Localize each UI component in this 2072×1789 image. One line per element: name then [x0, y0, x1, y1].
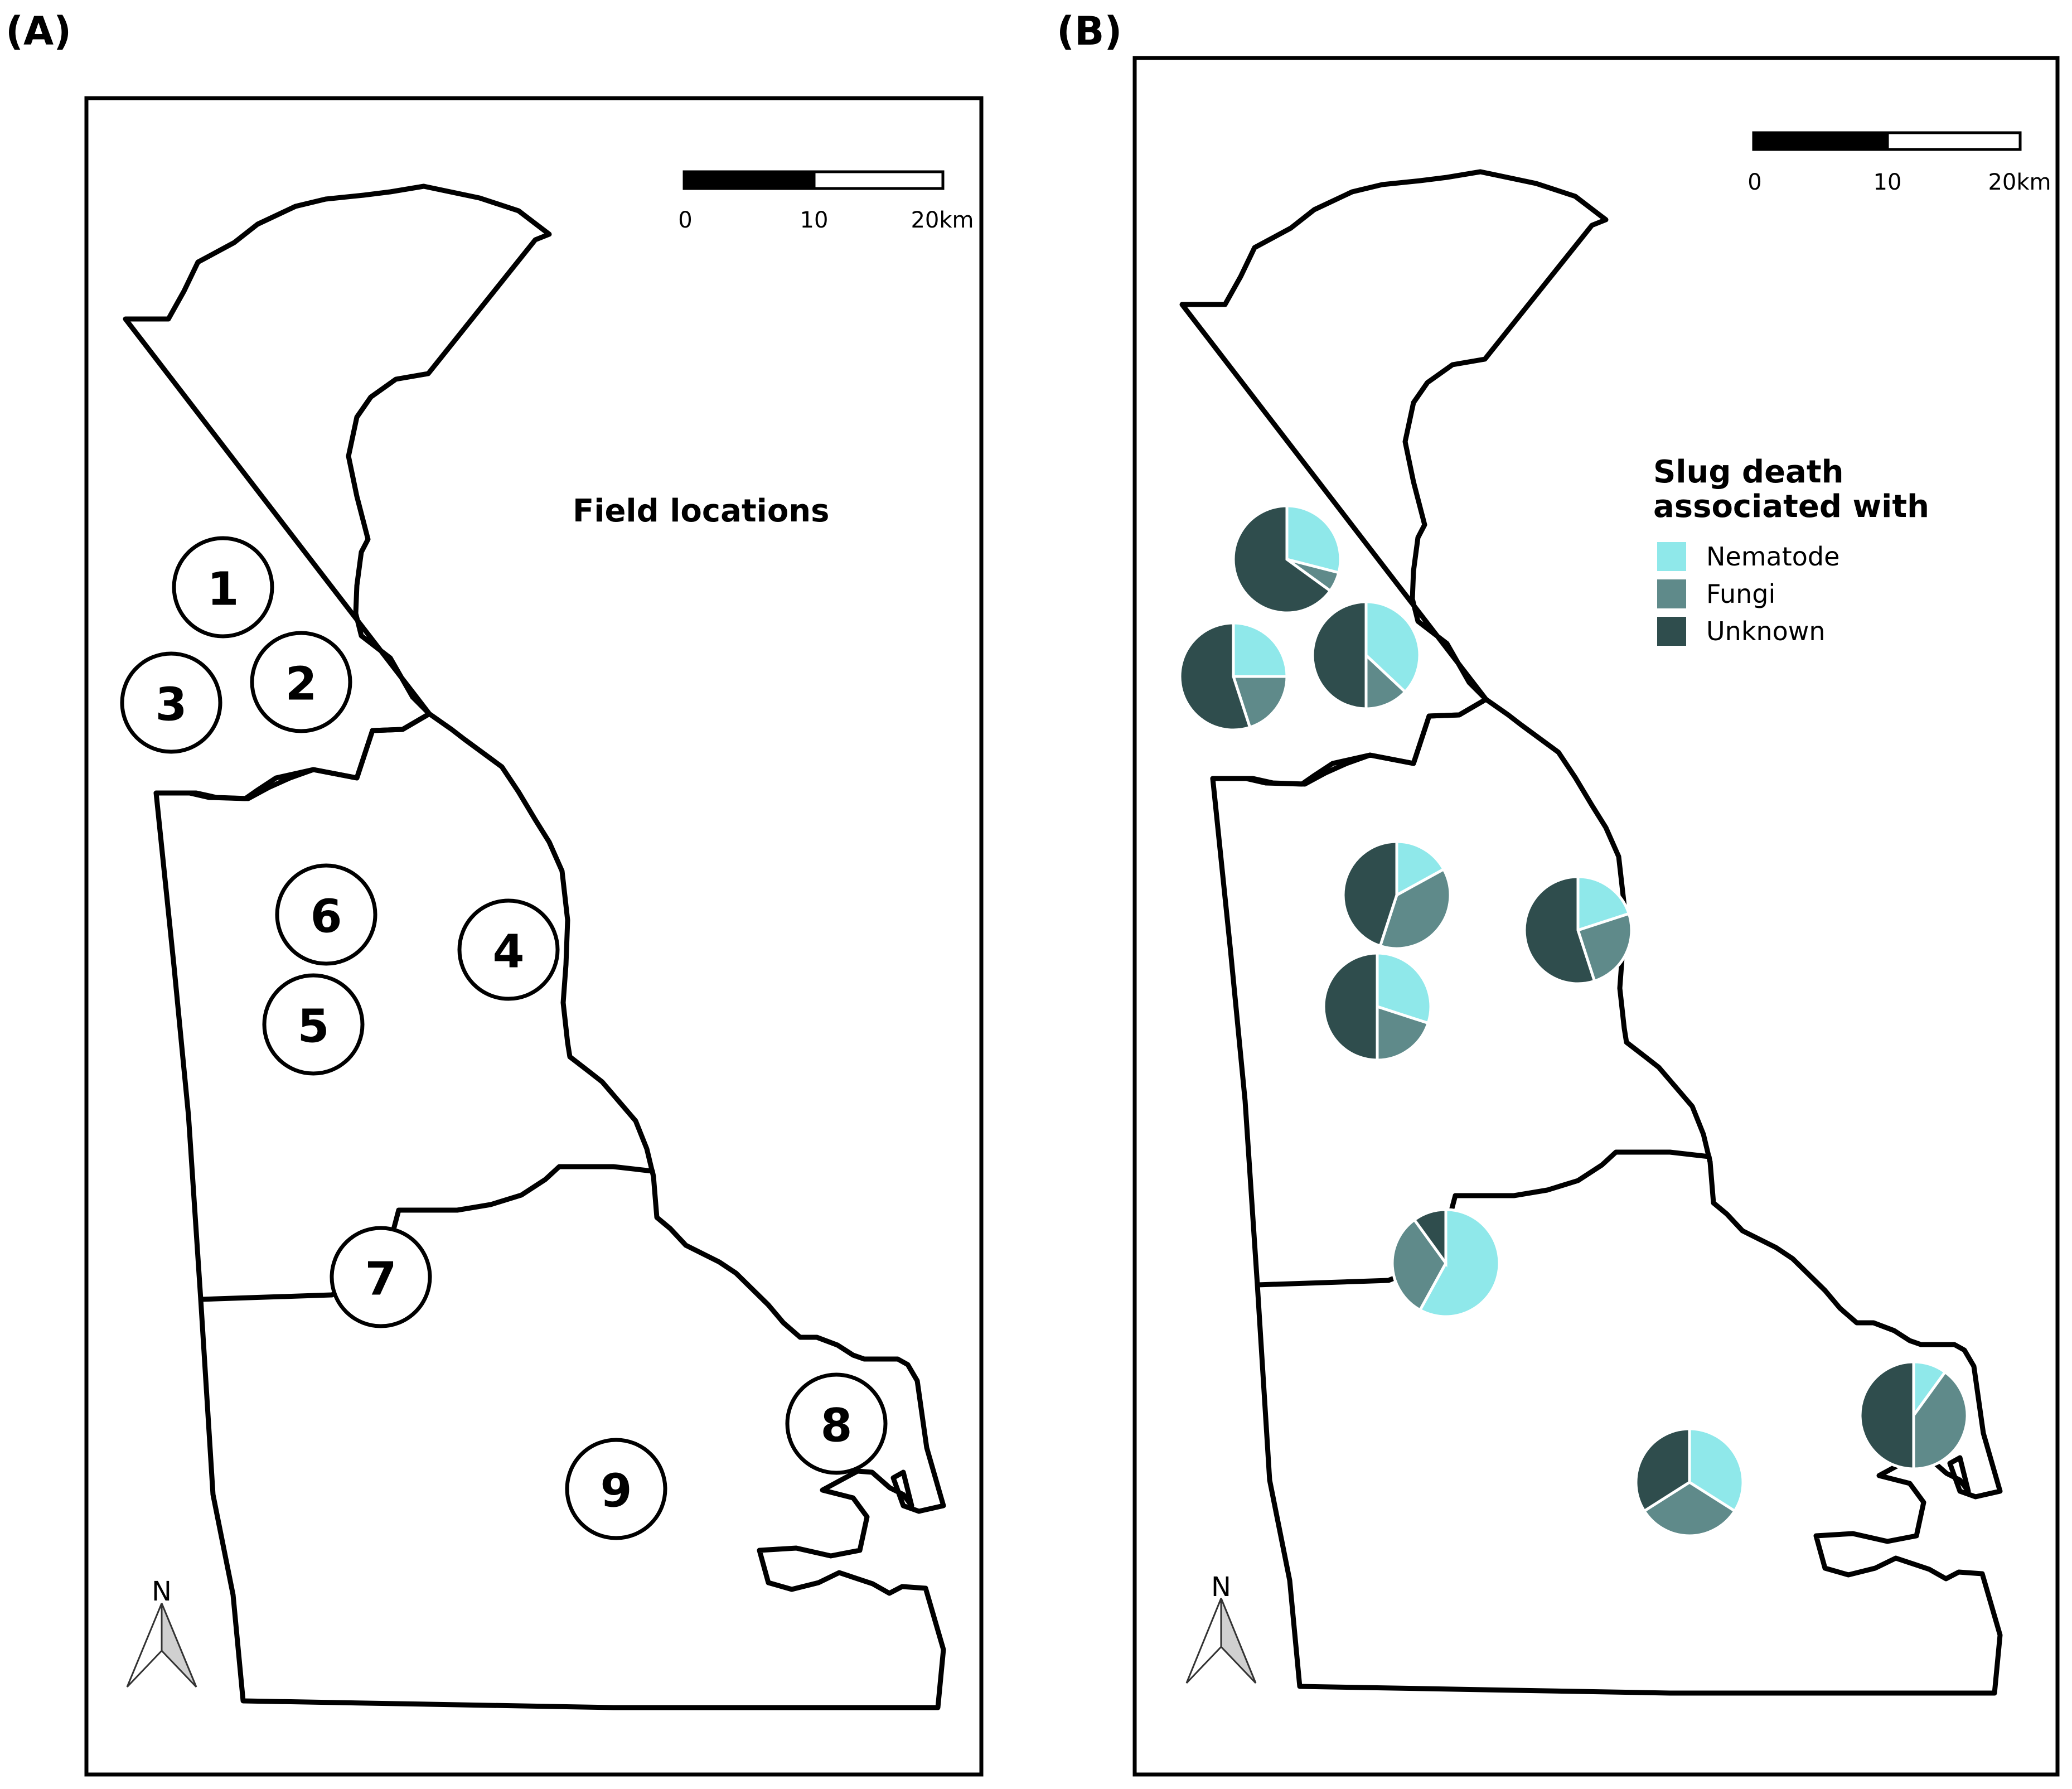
- legend-title-line1: Slug death: [1653, 454, 1843, 490]
- pie-slice-site-1-nematode: [1285, 504, 1342, 574]
- pie-slice-site-7-nematode: [1418, 1208, 1501, 1318]
- site-label-6: 6: [310, 891, 342, 944]
- site-marker-9: 9: [565, 1438, 667, 1540]
- pie-slice-site-6-nematode: [1395, 840, 1446, 898]
- pie-slice-site-4-unknown: [1523, 875, 1596, 985]
- pie-site-1: [1232, 504, 1342, 615]
- site-label-7: 7: [365, 1253, 396, 1306]
- site-label-9: 9: [600, 1465, 632, 1518]
- north-arrow-a: N: [126, 1576, 197, 1688]
- county-line-north-a: [153, 711, 432, 801]
- pie-slice-site-2-fungi: [1364, 652, 1407, 710]
- pie-slice-site-5-fungi: [1376, 1004, 1430, 1062]
- site-marker-8: 8: [785, 1372, 888, 1475]
- site-marker-4: 4: [457, 898, 560, 1001]
- north-arrow-b: N: [1185, 1572, 1257, 1684]
- panel-a-label: (A): [6, 8, 71, 54]
- pie-slice-site-1-unknown: [1232, 504, 1333, 615]
- panel-b: (B) 0 10 20km Slug death associated with…: [1057, 8, 2060, 1777]
- scale-tick-a-20km: 20km: [911, 207, 974, 233]
- pie-site-8: [1858, 1360, 1969, 1471]
- scale-bar-a-white: [812, 170, 945, 190]
- pie-site-6: [1342, 840, 1452, 950]
- pie-slice-site-2-nematode: [1364, 600, 1421, 694]
- pie-site-4: [1523, 875, 1633, 985]
- legend-swatch-fungi: [1657, 579, 1686, 608]
- site-marker-2: 2: [250, 631, 352, 733]
- scale-tick-a-10: 10: [800, 207, 829, 233]
- pie-site-9: [1634, 1427, 1745, 1537]
- field-locations-title: Field locations: [573, 493, 830, 529]
- pie-site-5: [1322, 951, 1432, 1062]
- site-label-5: 5: [297, 1000, 329, 1053]
- pie-slice-site-5-unknown: [1322, 951, 1379, 1062]
- site-marker-7: 7: [330, 1226, 432, 1328]
- site-label-4: 4: [492, 926, 524, 979]
- site-markers: 1 2 3 4 5 6 7 8 9: [120, 536, 888, 1540]
- pie-site-3: [1178, 621, 1289, 732]
- legend: Slug death associated with Nematode Fung…: [1653, 454, 1929, 646]
- pie-slice-site-8-unknown: [1858, 1360, 1915, 1471]
- pie-slice-site-4-fungi: [1576, 912, 1633, 983]
- legend-title-line2: associated with: [1653, 489, 1929, 525]
- scale-bar-b-white: [1886, 131, 2022, 151]
- north-label-a: N: [152, 1576, 172, 1607]
- site-label-1: 1: [207, 563, 239, 616]
- scale-bar-b: 0 10 20km: [1747, 131, 2051, 195]
- pie-slice-site-8-fungi: [1912, 1370, 1969, 1471]
- legend-label-unknown: Unknown: [1706, 616, 1826, 646]
- scale-tick-b-10: 10: [1873, 170, 1902, 195]
- north-label-b: N: [1211, 1572, 1231, 1603]
- pie-charts: [1178, 504, 1969, 1537]
- legend-label-nematode: Nematode: [1706, 541, 1839, 572]
- scale-tick-a-0: 0: [678, 207, 692, 233]
- pie-slice-site-9-unknown: [1634, 1427, 1691, 1513]
- legend-label-fungi: Fungi: [1706, 579, 1775, 609]
- pie-slice-site-7-fungi: [1391, 1217, 1448, 1312]
- pie-slice-site-5-nematode: [1376, 951, 1432, 1025]
- legend-swatch-nematode: [1657, 542, 1686, 571]
- county-line-north-b: [1210, 697, 1489, 787]
- scale-tick-b-20km: 20km: [1988, 170, 2051, 195]
- pie-site-7: [1391, 1208, 1501, 1318]
- panel-b-label: (B): [1057, 8, 1122, 54]
- scale-tick-b-0: 0: [1747, 170, 1761, 195]
- site-label-8: 8: [820, 1400, 852, 1453]
- legend-swatch-unknown: [1657, 617, 1686, 646]
- pie-site-2: [1311, 600, 1421, 710]
- scale-bar-a: 0 10 20km: [678, 170, 974, 233]
- site-label-2: 2: [285, 658, 317, 711]
- pie-slice-site-6-unknown: [1342, 840, 1398, 948]
- pie-slice-site-6-fungi: [1378, 867, 1452, 950]
- site-marker-3: 3: [120, 651, 222, 754]
- site-marker-1: 1: [172, 536, 274, 639]
- pie-slice-site-3-nematode: [1232, 621, 1289, 678]
- scale-bar-a-black: [682, 170, 816, 190]
- site-label-3: 3: [155, 679, 187, 732]
- pie-slice-site-3-unknown: [1178, 621, 1252, 732]
- site-marker-5: 5: [262, 973, 365, 1076]
- site-marker-6: 6: [275, 863, 377, 966]
- pie-slice-site-9-fungi: [1642, 1481, 1737, 1537]
- pie-slice-site-2-unknown: [1311, 600, 1368, 710]
- panel-a: (A) 0 10 20km Field locations 1 2 3 4 5 …: [6, 8, 984, 1777]
- scale-bar-b-black: [1752, 131, 1889, 151]
- pie-slice-site-7-unknown: [1412, 1208, 1448, 1268]
